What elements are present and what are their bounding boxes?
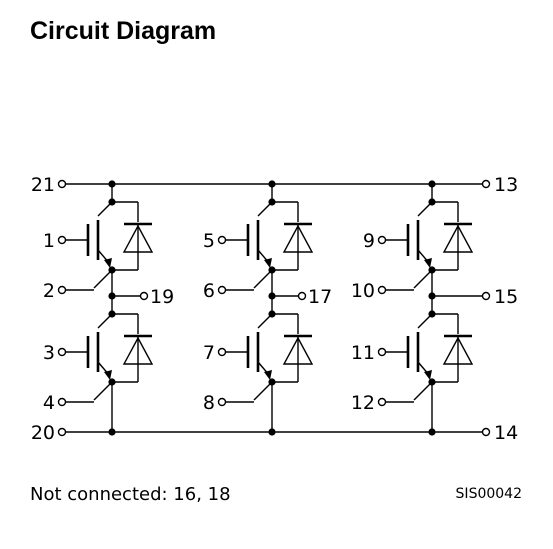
label-8: 8 — [203, 392, 215, 414]
label-5: 5 — [203, 230, 215, 252]
label-15: 15 — [494, 286, 518, 308]
label-17: 17 — [308, 286, 332, 308]
label-19: 19 — [150, 286, 174, 308]
phase-1 — [86, 180, 154, 436]
not-connected-note: Not connected: 16, 18 — [30, 484, 231, 505]
label-20: 20 — [31, 422, 55, 444]
pin-10 — [377, 285, 387, 295]
label-13: 13 — [494, 174, 518, 196]
label-14: 14 — [494, 422, 518, 444]
label-3: 3 — [43, 342, 55, 364]
pin-5 — [217, 235, 227, 245]
label-6: 6 — [203, 280, 215, 302]
pin-6 — [217, 285, 227, 295]
pin-13 — [481, 179, 491, 189]
label-2: 2 — [43, 280, 55, 302]
label-7: 7 — [203, 342, 215, 364]
drawing-code: SIS00042 — [456, 486, 522, 502]
page-title: Circuit Diagram — [30, 17, 217, 45]
pin-1 — [57, 235, 67, 245]
pin-20 — [57, 427, 67, 437]
phase-3 — [406, 180, 491, 436]
pin-21 — [57, 179, 67, 189]
label-11: 11 — [351, 342, 375, 364]
pin-12 — [377, 397, 387, 407]
pin-8 — [217, 397, 227, 407]
label-1: 1 — [43, 230, 55, 252]
pin-9 — [377, 235, 387, 245]
pin-14 — [481, 427, 491, 437]
label-10: 10 — [351, 280, 375, 302]
phase-2 — [246, 180, 314, 436]
pin-11 — [377, 347, 387, 357]
label-9: 9 — [363, 230, 375, 252]
label-12: 12 — [351, 392, 375, 414]
pin-7 — [217, 347, 227, 357]
label-21: 21 — [31, 174, 55, 196]
pin-3 — [57, 347, 67, 357]
pin-4 — [57, 397, 67, 407]
label-4: 4 — [43, 392, 55, 414]
pin-2 — [57, 285, 67, 295]
